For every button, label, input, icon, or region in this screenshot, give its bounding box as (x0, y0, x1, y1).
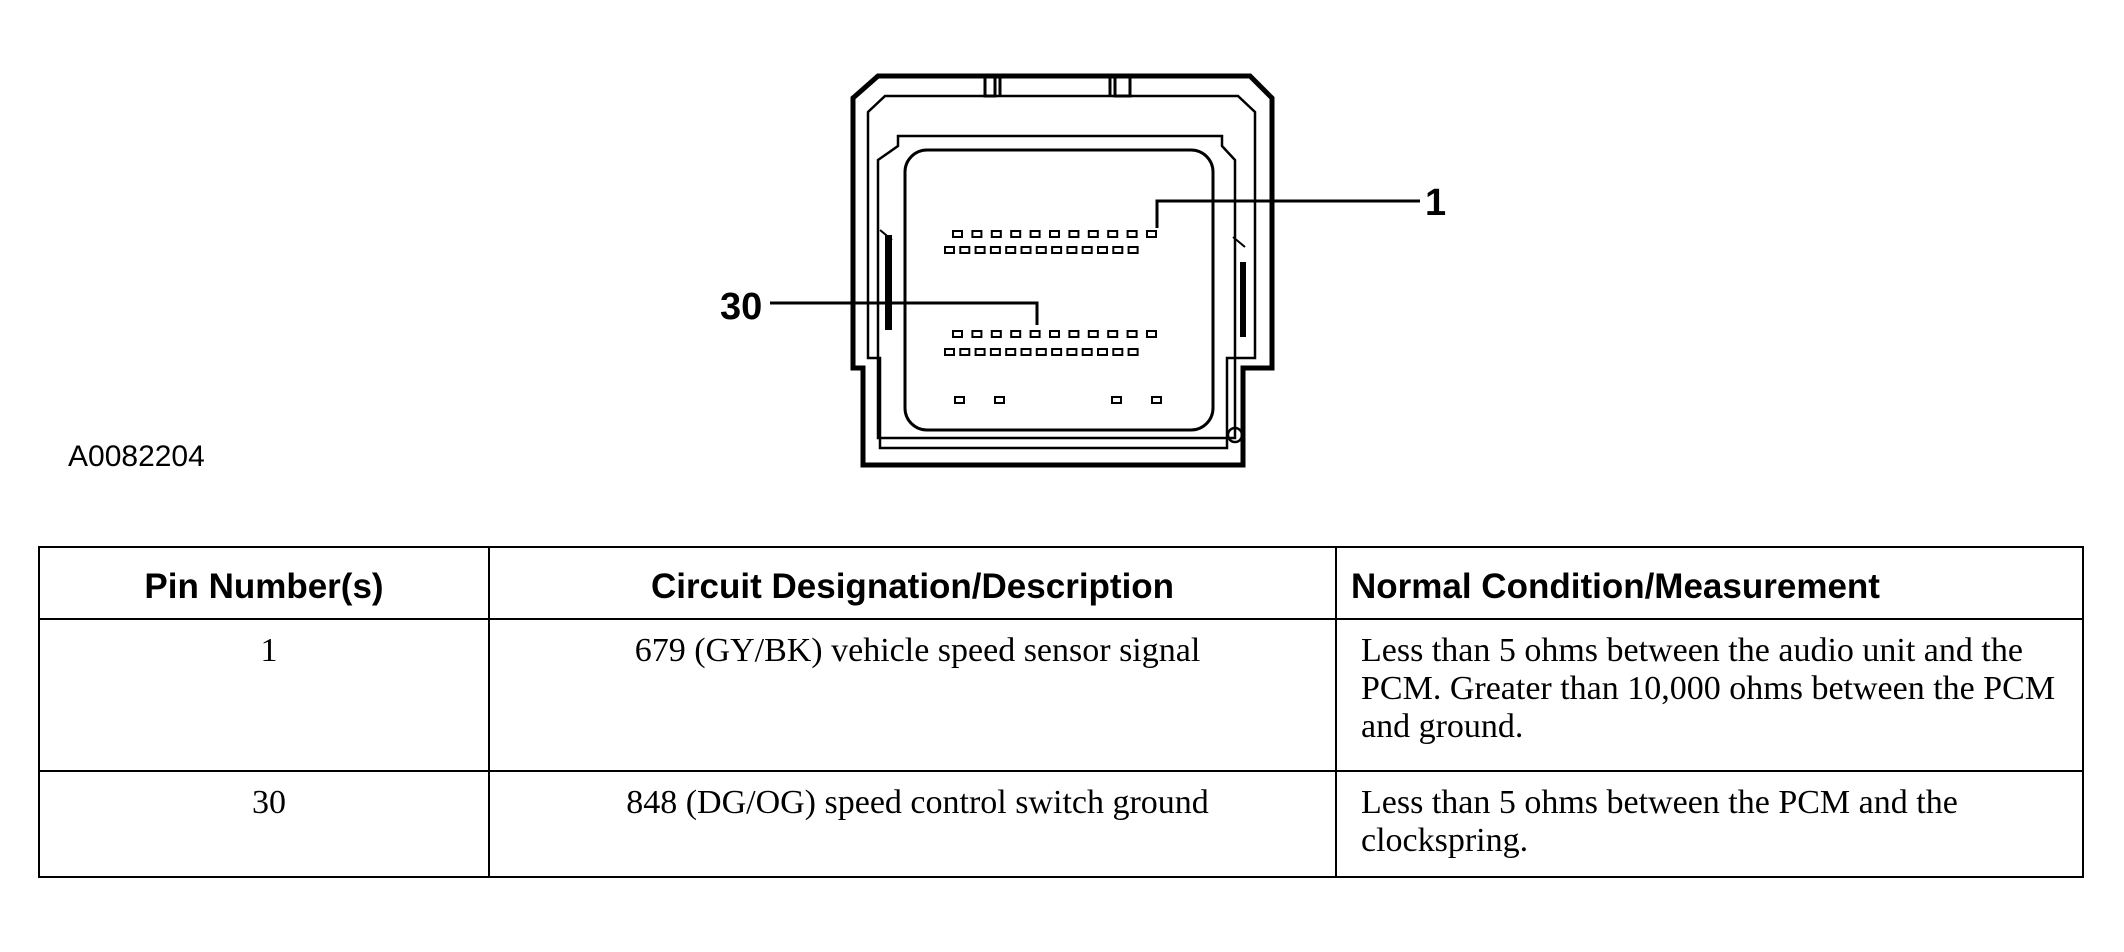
table-row: 30 848 (DG/OG) speed control switch grou… (38, 770, 2084, 878)
callout-label-1: 1 (1425, 182, 1446, 224)
pin-cavity (1107, 330, 1119, 338)
callout-label-30: 30 (720, 286, 762, 328)
pin-cavity (1066, 246, 1078, 254)
pin-cavity (1146, 230, 1157, 238)
pin-cavity (971, 230, 983, 238)
connector-inner-frame (866, 94, 1257, 450)
pin-cavity (1035, 246, 1047, 254)
connector-side-rail-right (1240, 262, 1246, 337)
pin-cavity (1010, 330, 1022, 338)
pin-cavity (944, 348, 955, 356)
pin-cavity (1107, 230, 1119, 238)
pin-cavity (1005, 246, 1017, 254)
pin-cavity (1112, 246, 1124, 254)
pin-cavity (1112, 348, 1124, 356)
pin-cavity (1035, 348, 1047, 356)
pin-cavity (959, 348, 971, 356)
pin-table: Pin Number(s) Circuit Designation/Descri… (38, 546, 2084, 878)
pin-cavity (959, 246, 971, 254)
pin-cavity (1005, 348, 1017, 356)
pin-cavity (1010, 230, 1022, 238)
pin-cavity (990, 330, 1002, 338)
pin-cavity (952, 330, 963, 338)
pin-cavity (952, 230, 963, 238)
pin-cavity (971, 330, 983, 338)
connector-lock-tabs (983, 76, 1132, 98)
pin-cavity (1111, 396, 1122, 404)
cell-condition: Less than 5 ohms between the audio unit … (1335, 618, 2084, 772)
pin-cavity (1020, 348, 1032, 356)
header-normal-condition: Normal Condition/Measurement (1335, 546, 2084, 620)
connector-key-hole (1226, 426, 1244, 444)
cell-circuit: 848 (DG/OG) speed control switch ground (488, 770, 1337, 878)
pin-cavity (1127, 348, 1139, 356)
pin-cavity (1081, 348, 1093, 356)
pin-cavity (989, 348, 1001, 356)
pin-cavity (1066, 348, 1078, 356)
connector-outer-shell (850, 73, 1275, 468)
pin-cavity (1020, 246, 1032, 254)
connector-side-rail-left (885, 235, 892, 330)
connector-diagram: 1 30 (720, 73, 1446, 468)
callout-leader-1 (1155, 199, 1420, 228)
pin-cavity (1151, 396, 1162, 404)
pin-cavity (1049, 330, 1060, 338)
pin-cavity (1087, 330, 1099, 338)
pin-cavity (1146, 330, 1157, 338)
pin-cavity (989, 246, 1001, 254)
pin-cavity (1097, 246, 1108, 254)
cell-pin: 30 (38, 770, 490, 878)
connector-latch-marks (879, 229, 1246, 248)
pin-cavity (1087, 230, 1099, 238)
cell-pin: 1 (38, 618, 490, 772)
pin-cavity (1127, 246, 1139, 254)
connector-mating-body (876, 134, 1237, 440)
cell-condition: Less than 5 ohms between the PCM and the… (1335, 770, 2084, 878)
pin-cavity (1081, 246, 1093, 254)
pin-cavity (994, 396, 1005, 404)
pin-cavity (1029, 230, 1041, 238)
pin-cavity (1068, 330, 1080, 338)
pin-cavity (974, 348, 986, 356)
connector-cavity-face (903, 148, 1215, 432)
table-row: 1 679 (GY/BK) vehicle speed sensor signa… (38, 618, 2084, 772)
pin-cavity (1051, 348, 1063, 356)
pin-cavity (1068, 230, 1080, 238)
pin-cavity (1049, 230, 1060, 238)
callout-leader-30 (770, 301, 1039, 325)
pin-cavity (1051, 246, 1063, 254)
pin-cavity (944, 246, 955, 254)
pin-cavity (1126, 230, 1138, 238)
cell-circuit: 679 (GY/BK) vehicle speed sensor signal (488, 618, 1337, 772)
pin-cavity (1029, 330, 1041, 338)
pin-cavity (1126, 330, 1138, 338)
header-circuit-designation: Circuit Designation/Description (488, 546, 1337, 620)
pin-cavity (954, 396, 965, 404)
pin-cavity (1097, 348, 1108, 356)
pin-cavity (974, 246, 986, 254)
table-header-row: Pin Number(s) Circuit Designation/Descri… (38, 546, 2084, 620)
pin-cavity (990, 230, 1002, 238)
pin-cavities (944, 230, 1162, 404)
figure-id: A0082204 (68, 440, 205, 473)
header-pin-numbers: Pin Number(s) (38, 546, 490, 620)
